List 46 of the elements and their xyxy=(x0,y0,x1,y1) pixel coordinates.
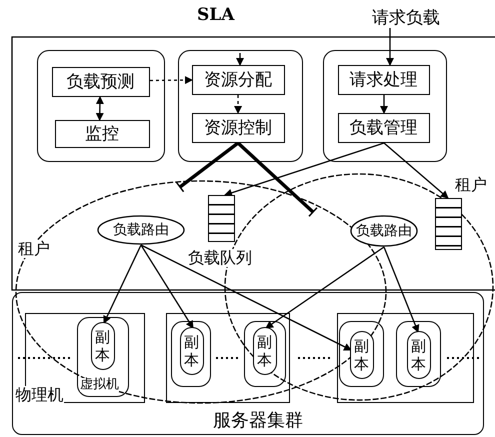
vm-box xyxy=(77,317,129,397)
arrow xyxy=(384,142,449,199)
cluster-box xyxy=(12,292,484,435)
vm-box xyxy=(171,321,211,387)
machine-box xyxy=(336,312,474,402)
tenant-label: 租户 xyxy=(455,176,487,194)
vm-box xyxy=(339,321,384,387)
tenant-label: 租户 xyxy=(18,240,50,258)
queue-drawing xyxy=(435,198,462,250)
vm-box xyxy=(396,321,441,387)
group-box xyxy=(37,50,165,162)
replica-box: 副本 xyxy=(90,322,114,370)
vm-label: 虚拟机 xyxy=(80,378,119,392)
arrow xyxy=(150,76,193,84)
router-ellipse: 负载路由 xyxy=(97,215,185,245)
arrow xyxy=(140,244,352,351)
process-box: 请求处理 xyxy=(338,64,430,94)
arrow xyxy=(96,96,104,121)
process-box: 资源分配 xyxy=(192,64,284,94)
arrow xyxy=(224,142,384,197)
cluster-label: 服务器集群 xyxy=(213,411,303,431)
process-box: 负载管理 xyxy=(338,112,430,142)
arrow xyxy=(386,28,394,66)
router-ellipse: 负载路由 xyxy=(350,215,418,247)
replica-box: 副本 xyxy=(180,326,204,374)
replica-box: 副本 xyxy=(406,330,430,378)
group-box xyxy=(178,50,303,162)
process-box: 负载预测 xyxy=(52,66,150,96)
vm-box xyxy=(244,321,286,387)
arrow xyxy=(234,95,242,114)
queue-drawing xyxy=(208,195,235,242)
machine-label: 物理机 xyxy=(16,386,64,404)
arrow xyxy=(265,246,384,329)
arrow xyxy=(380,95,388,114)
replica-box: 副本 xyxy=(252,326,276,374)
group-box xyxy=(323,50,447,162)
input-label: 请求负载 xyxy=(372,6,444,28)
arrow xyxy=(140,244,194,329)
arrow xyxy=(236,53,244,66)
machine-box xyxy=(166,312,290,402)
replica-box: 副本 xyxy=(350,330,374,378)
arrow xyxy=(103,244,142,324)
process-box: 监控 xyxy=(54,120,150,148)
process-box: 资源控制 xyxy=(192,112,284,142)
arrow xyxy=(383,246,420,333)
queue-label: 负载队列 xyxy=(188,249,252,267)
